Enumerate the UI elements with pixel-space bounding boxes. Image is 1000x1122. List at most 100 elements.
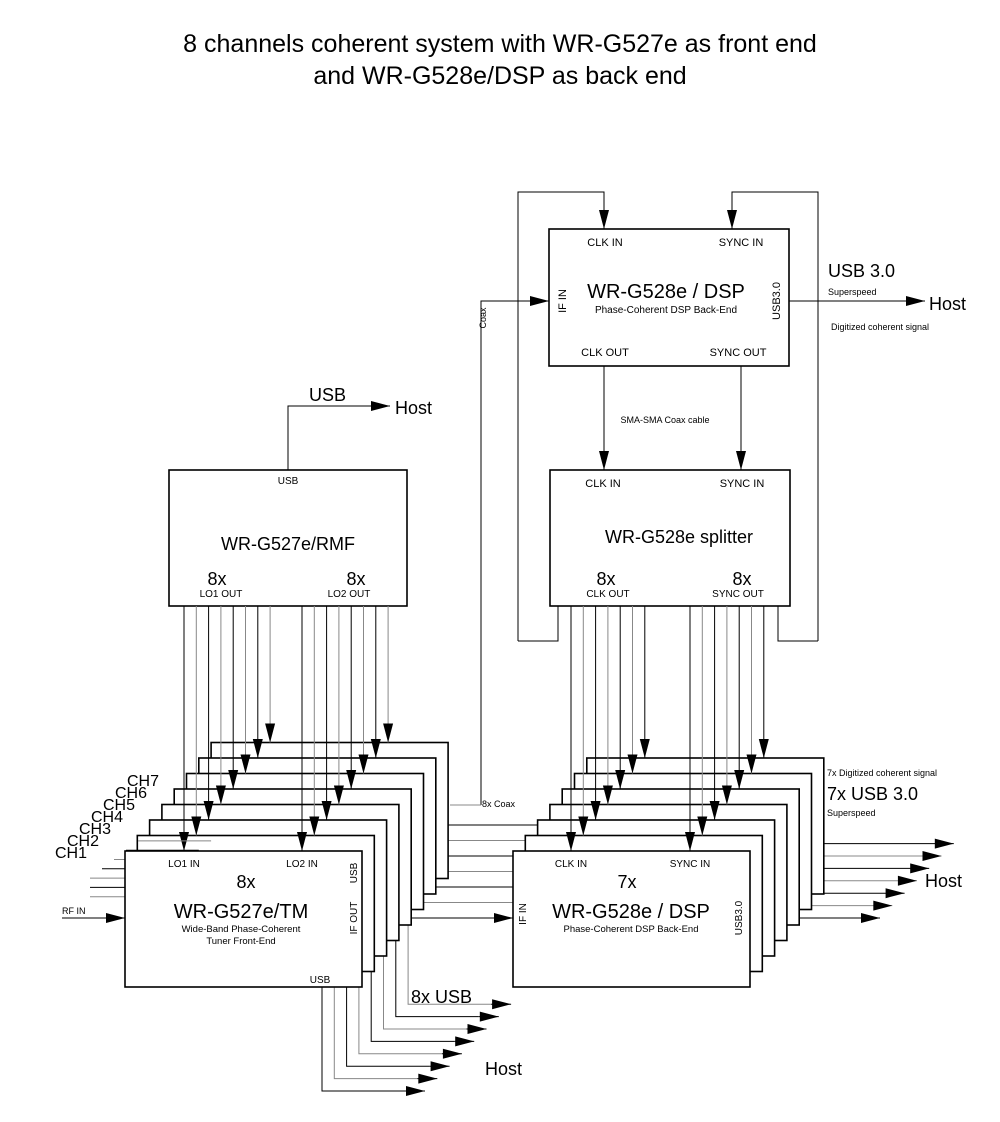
arrowhead [346,770,357,789]
rmf-lo2-count: 8x [346,569,365,589]
tuner-lo1-in: LO1 IN [168,859,200,870]
rmf-host: Host [395,398,432,418]
arrowhead [371,401,390,411]
dsp-master-usb-port: USB3.0 [771,282,783,320]
channel-label-ch3: CH3 [79,821,111,838]
arrowhead [358,754,369,774]
arrowhead [590,801,601,820]
splitter-block: CLK IN SYNC IN WR-G528e splitter 8x CLK … [549,469,791,607]
arrowhead [885,888,905,899]
dsp-master-usb-label: USB 3.0 [828,261,895,281]
rmf-lo2-out: LO2 OUT [328,589,371,600]
arrowhead [240,754,251,774]
dsp-slave-name: WR-G528e / DSP [552,901,710,923]
arrowhead [599,451,609,470]
splitter-sync-in: SYNC IN [720,478,765,490]
arrowhead [179,832,189,851]
rmf-box [168,469,408,607]
arrowhead [215,785,226,805]
splitter-sync-out: SYNC OUT [712,589,764,600]
arrowhead [566,832,576,851]
dsp-master-clk-out: CLK OUT [581,347,629,359]
tuner-front-box [124,850,363,988]
dsp-slave-usb-port: USB3.0 [734,900,745,935]
arrowhead [934,838,954,849]
tuner-host: Host [485,1059,522,1079]
dsp-master-signal-note: Digitized coherent signal [831,322,929,332]
dsp-slave-signal-note: 7x Digitized coherent signal [827,768,937,778]
arrowhead [639,739,650,758]
dsp-slave-subtitle: Phase-Coherent DSP Back-End [563,924,698,935]
tuner-usb-bottom: USB [310,975,331,986]
arrowhead [627,754,638,774]
tuner-subtitle-2: Tuner Front-End [206,936,275,947]
arrowhead [873,900,893,911]
dsp-slave-host: Host [925,871,962,891]
arrowhead [758,739,769,758]
dsp-master-box [548,228,790,367]
dsp-master-if-in: IF IN [557,289,569,313]
channel-label-ch5: CH5 [103,797,135,814]
dsp-slave-count: 7x [617,872,636,892]
title-line-2: and WR-G528e/DSP as back end [313,62,687,90]
dsp-slave-front-block: CLK IN SYNC IN 7x WR-G528e / DSP Phase-C… [512,850,751,988]
dsp-master-host: Host [929,294,966,314]
arrowhead [721,785,732,805]
splitter-box [549,469,791,607]
tuner-usb-wire [346,956,430,1067]
tuner-subtitle-1: Wide-Band Phase-Coherent [182,924,301,935]
arrowhead [685,832,695,851]
tuner-lo2-in: LO2 IN [286,859,318,870]
channel-label-ch7: CH7 [127,773,159,790]
arrowhead [910,863,930,874]
arrowhead [203,801,214,820]
sync-loop-wire-bottom [777,606,818,642]
arrowhead [615,770,626,789]
dsp-slave-if-in: IF IN [518,903,529,925]
rmf-name: WR-G527e/RMF [221,534,355,554]
arrowhead [906,296,925,306]
arrowhead [265,723,276,743]
rmf-usb-wire [287,405,390,470]
channel-label-ch6: CH6 [115,785,147,802]
arrowhead [530,296,549,306]
splitter-name: WR-G528e splitter [605,527,753,547]
rmf-lo1-out: LO1 OUT [200,589,243,600]
rmf-block: USB WR-G527e/RMF 8x LO1 OUT 8x LO2 OUT [168,469,408,607]
arrowhead [599,210,609,229]
arrowhead [727,210,737,229]
splitter-clk-in: CLK IN [585,478,621,490]
arrowhead [897,875,917,886]
tuner-usb-bundle-label: 8x USB [411,987,472,1007]
arrowhead [697,816,708,836]
tuner-count: 8x [236,872,255,892]
arrowhead [861,913,880,923]
dsp-master-block: CLK IN SYNC IN WR-G528e / DSP Phase-Cohe… [548,228,790,367]
tuner-usb-wire [321,987,405,1092]
splitter-clk-count: 8x [596,569,615,589]
wires-layer [62,191,954,1096]
arrowhead [922,851,942,861]
dsp-slave-usb-speed: Superspeed [827,808,876,818]
channel-label-ch2: CH2 [67,833,99,850]
dsp-master-clk-in: CLK IN [587,237,623,249]
tuner-front-block: LO1 IN LO2 IN 8x WR-G527e/TM Wide-Band P… [124,850,363,988]
arrowhead [494,913,513,923]
rmf-usb-port: USB [278,476,299,487]
sma-cable-label: SMA-SMA Coax cable [620,415,709,425]
splitter-clk-out: CLK OUT [586,589,629,600]
arrowhead [297,832,307,851]
tuner-name: WR-G527e/TM [174,901,308,923]
arrowhead [734,770,745,789]
dsp-master-subtitle: Phase-Coherent DSP Back-End [595,305,737,316]
arrowhead [191,816,202,836]
arrowhead [746,754,757,774]
channel-label-ch4: CH4 [91,809,123,826]
arrowhead [370,739,381,758]
dsp-slave-usb-label: 7x USB 3.0 [827,784,918,804]
dsp-master-sync-out: SYNC OUT [710,347,767,359]
clk-loop-wire-bottom [518,606,559,642]
dsp-slave-clk-in: CLK IN [555,859,587,870]
